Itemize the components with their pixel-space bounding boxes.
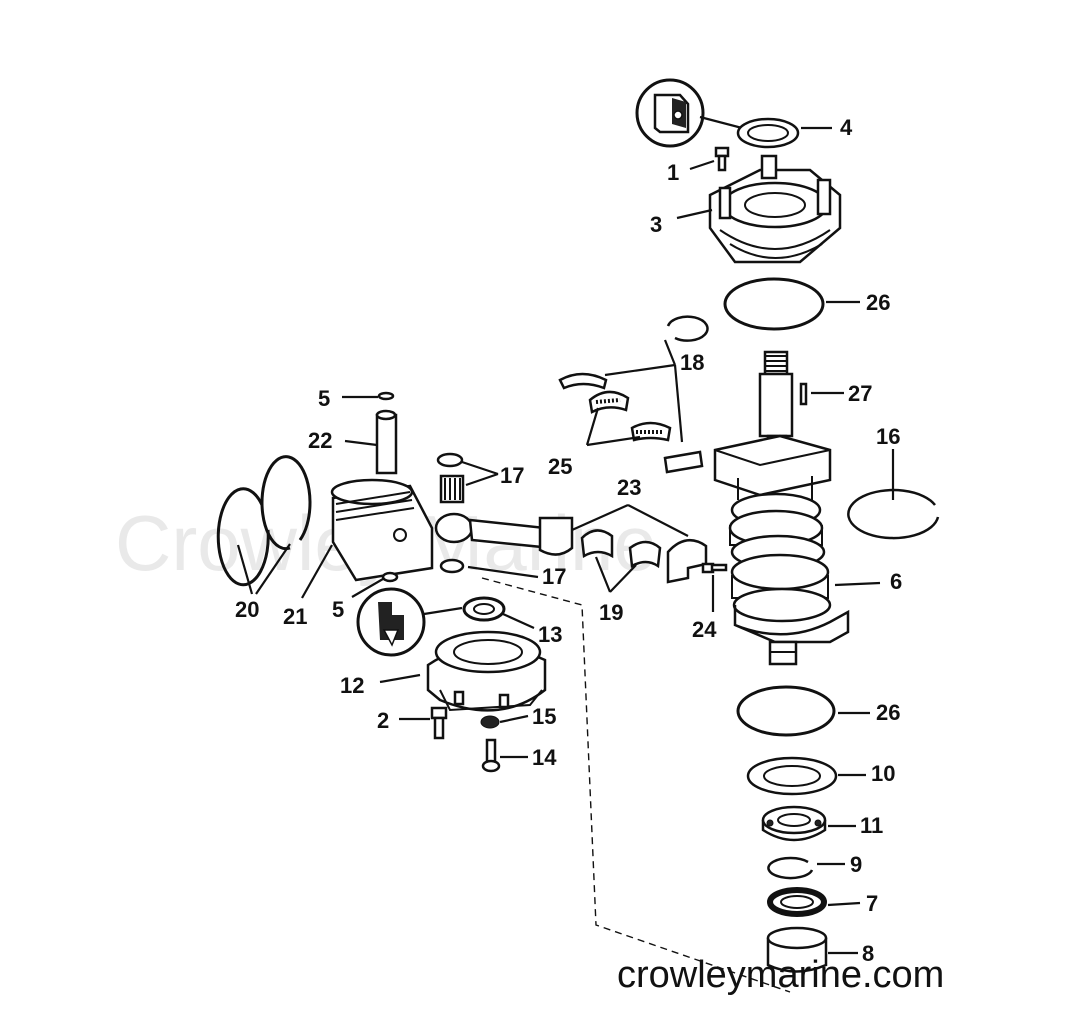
part-number-17-bottom: 17	[542, 564, 566, 589]
callout-sealant-icon-bottom	[356, 587, 463, 657]
wrist-pin-bearing-part-17	[436, 452, 465, 574]
part-number-3: 3	[650, 212, 662, 237]
part-number-27: 27	[848, 381, 872, 406]
oil-seal-part-13	[462, 596, 506, 622]
part-number-18: 18	[680, 350, 704, 375]
part-number-23: 23	[617, 475, 641, 500]
part-number-5-bottom: 5	[332, 597, 344, 622]
thrust-washers-part-18	[558, 315, 709, 474]
part-number-25: 25	[548, 454, 572, 479]
thrust-washer-part-10	[746, 756, 838, 796]
leader-lines	[236, 126, 895, 955]
sleeve-part-8	[766, 926, 828, 973]
callout-sealant-icon-top	[635, 78, 743, 148]
part-labels: 4 1 3 26 18 27 5 16 22 25 17 23 17 6 5 2…	[235, 115, 902, 966]
retainer-part-5-bottom	[381, 571, 399, 583]
part-number-20: 20	[235, 597, 259, 622]
washer-part-15	[480, 715, 500, 729]
bearing-cage-part-19	[580, 529, 662, 569]
connecting-rod	[434, 512, 574, 556]
part-number-17-top: 17	[500, 463, 524, 488]
part-number-9: 9	[850, 852, 862, 877]
part-number-11: 11	[860, 813, 883, 838]
part-number-26-top: 26	[866, 290, 890, 315]
screw-part-14	[481, 738, 501, 773]
part-number-1: 1	[667, 160, 679, 185]
part-number-26-bottom: 26	[876, 700, 900, 725]
piston-rings-part-20	[216, 455, 312, 587]
part-number-22: 22	[308, 428, 332, 453]
screw-part-1	[714, 146, 730, 172]
part-number-6: 6	[890, 569, 902, 594]
oil-seal-part-7	[767, 887, 827, 917]
bearing-housing-part-3	[708, 154, 842, 264]
part-number-5-top: 5	[318, 386, 330, 411]
cap-screw-part-24	[701, 562, 728, 574]
part-number-21: 21	[283, 604, 307, 629]
part-number-12: 12	[340, 673, 364, 698]
piston-pin-part-22	[375, 409, 398, 475]
assembly-guide-line	[481, 577, 791, 993]
part-number-13: 13	[538, 622, 562, 647]
part-number-15: 15	[532, 704, 556, 729]
bearing-housing-part-12	[426, 630, 547, 712]
needle-bearings-part-25	[588, 390, 672, 442]
crankshaft-part-6	[713, 350, 850, 666]
site-label: crowleymarine.com	[617, 954, 944, 996]
part-number-2: 2	[377, 708, 389, 733]
part-number-4: 4	[840, 115, 853, 140]
ball-bearing-part-11	[761, 805, 827, 842]
part-number-16: 16	[876, 424, 900, 449]
part-number-14: 14	[532, 745, 557, 770]
part-number-7: 7	[866, 891, 878, 916]
snap-ring-part-9	[767, 856, 814, 880]
piston-part-21	[330, 478, 434, 582]
part-number-10: 10	[871, 761, 895, 786]
seal-ring-part-4	[736, 117, 800, 149]
retaining-ring-part-16	[847, 488, 940, 540]
part-number-8: 8	[862, 941, 874, 966]
rod-cap-part-23	[666, 539, 708, 584]
part-number-24: 24	[692, 617, 717, 642]
o-ring-part-26-top	[723, 277, 825, 331]
part-number-19: 19	[599, 600, 623, 625]
retainer-part-5-top	[377, 391, 395, 401]
screw-part-2	[430, 706, 448, 740]
o-ring-part-26-bottom	[736, 685, 836, 737]
key-part-27	[799, 382, 808, 406]
